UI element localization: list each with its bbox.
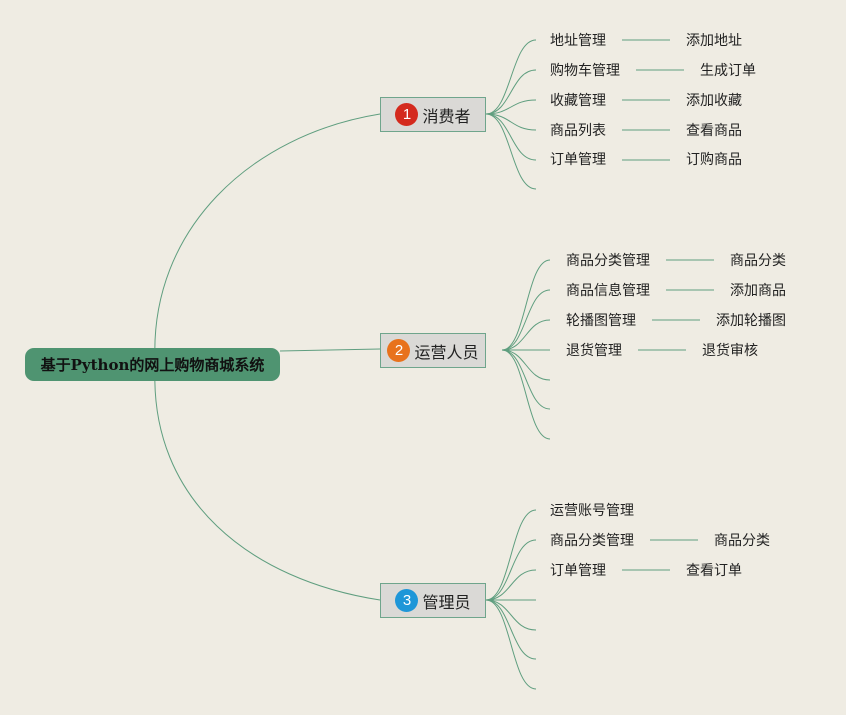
leaf-node[interactable]: 商品列表: [550, 123, 606, 139]
link-branch-2-item-5: [501, 349, 551, 381]
leaf-node[interactable]: 退货管理: [566, 343, 622, 359]
link-branch-1-item-1: [485, 39, 537, 115]
link-branch-1-item-2: [485, 69, 537, 115]
link-branch-2-item-1: [501, 259, 551, 351]
branch-label: 管理员: [422, 592, 471, 612]
leaf-node[interactable]: 订单管理: [550, 563, 606, 579]
link-branch-2-item-2: [501, 289, 551, 351]
sub-node[interactable]: 添加轮播图: [716, 313, 786, 329]
branch-operator[interactable]: 2 运营人员: [380, 333, 486, 368]
link-branch-2-item-6: [501, 349, 551, 410]
leaf-node[interactable]: 订单管理: [550, 152, 606, 168]
link-branch-1-item-4: [485, 113, 537, 131]
number-badge-3: 3: [395, 589, 419, 612]
leaf-node[interactable]: 商品信息管理: [566, 283, 650, 299]
leaf-node[interactable]: 商品分类管理: [566, 253, 650, 269]
link-branch-3-item-6: [485, 599, 537, 660]
link-branch-1-item-3: [485, 99, 537, 115]
link-branch-3-item-3: [485, 569, 537, 601]
leaf-node[interactable]: 轮播图管理: [566, 313, 636, 329]
leaf-node[interactable]: 地址管理: [550, 33, 606, 49]
link-root-branch-2: [279, 348, 381, 352]
link-branch-1-item-6: [485, 113, 537, 190]
root-node[interactable]: 基于Python的网上购物商城系统: [25, 348, 280, 381]
sub-node[interactable]: 订购商品: [686, 152, 742, 168]
link-branch-3-item-1: [485, 509, 537, 601]
number-badge-1: 1: [395, 103, 419, 126]
leaf-node[interactable]: 购物车管理: [550, 63, 620, 79]
number-badge-2: 2: [387, 339, 411, 362]
sub-node[interactable]: 添加地址: [686, 33, 742, 49]
sub-node[interactable]: 添加商品: [730, 283, 786, 299]
sub-node[interactable]: 商品分类: [714, 533, 770, 549]
leaf-node[interactable]: 收藏管理: [550, 93, 606, 109]
link-root-branch-1: [154, 113, 381, 361]
link-branch-2-item-7: [501, 349, 551, 440]
branch-label: 运营人员: [414, 342, 479, 362]
branch-label: 消费者: [422, 106, 471, 126]
sub-node[interactable]: 商品分类: [730, 253, 786, 269]
link-branch-3-item-5: [485, 599, 537, 631]
link-branch-3-item-7: [485, 599, 537, 690]
link-root-branch-3: [154, 367, 381, 601]
sub-node[interactable]: 生成订单: [700, 63, 756, 79]
sub-node[interactable]: 退货审核: [702, 343, 758, 359]
link-branch-3-item-2: [485, 539, 537, 601]
sub-node[interactable]: 查看订单: [686, 563, 742, 579]
branch-consumer[interactable]: 1 消费者: [380, 97, 486, 132]
leaf-node[interactable]: 运营账号管理: [550, 503, 634, 519]
link-branch-1-item-5: [485, 113, 537, 161]
sub-node[interactable]: 查看商品: [686, 123, 742, 139]
branch-admin[interactable]: 3 管理员: [380, 583, 486, 618]
sub-node[interactable]: 添加收藏: [686, 93, 742, 109]
link-branch-2-item-3: [501, 319, 551, 351]
leaf-node[interactable]: 商品分类管理: [550, 533, 634, 549]
